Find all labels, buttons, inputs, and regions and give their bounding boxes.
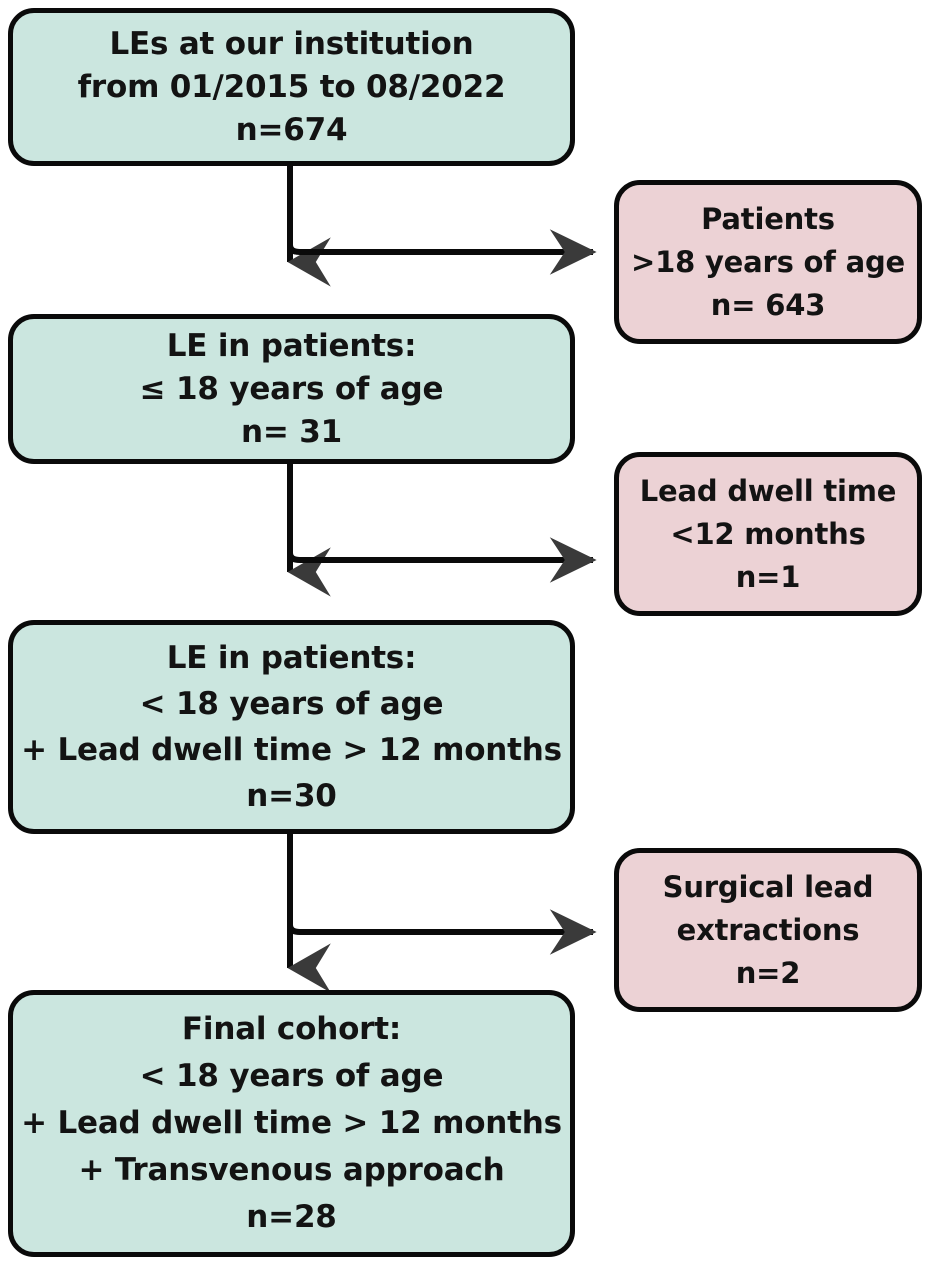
node-line: + Lead dwell time > 12 months [21,1105,562,1141]
node-count: n=30 [246,778,337,814]
node-count: n=674 [235,111,348,148]
node-line: Surgical lead [662,869,874,904]
node-excluded-short-dwell: Lead dwell time <12 months n=1 [614,452,922,616]
node-line: Final cohort: [181,1011,402,1047]
node-excluded-surgical: Surgical lead extractions n=2 [614,848,922,1012]
node-line: >18 years of age [631,244,905,279]
node-line: from 01/2015 to 08/2022 [77,68,506,105]
node-line: LE in patients: [166,327,417,364]
node-line: + Transvenous approach [78,1152,505,1188]
node-final-cohort: Final cohort: < 18 years of age + Lead d… [8,990,575,1257]
node-count: n= 643 [710,287,826,322]
node-count: n=1 [735,559,801,594]
node-count: n=2 [735,955,801,990]
node-line: Patients [701,201,835,236]
node-line: LEs at our institution [109,25,474,62]
node-line: extractions [676,912,860,947]
node-count: n= 31 [241,413,342,450]
node-count: n=28 [246,1199,337,1235]
node-line: <12 months [670,516,866,551]
node-line: LE in patients: [166,640,417,676]
node-excluded-adults: Patients >18 years of age n= 643 [614,180,922,344]
node-line: ≤ 18 years of age [139,370,444,407]
node-total-cohort: LEs at our institution from 01/2015 to 0… [8,8,575,166]
node-line: < 18 years of age [139,686,444,722]
node-dwell-time-cohort: LE in patients: < 18 years of age + Lead… [8,620,575,834]
node-line: Lead dwell time [639,473,897,508]
node-line: + Lead dwell time > 12 months [21,732,562,768]
node-pediatric-cohort: LE in patients: ≤ 18 years of age n= 31 [8,314,575,464]
connector-total-to-pediatric [287,166,597,287]
node-line: < 18 years of age [139,1058,444,1094]
connector-dwell-to-final [287,834,597,993]
connector-pediatric-to-dwell [287,464,597,597]
